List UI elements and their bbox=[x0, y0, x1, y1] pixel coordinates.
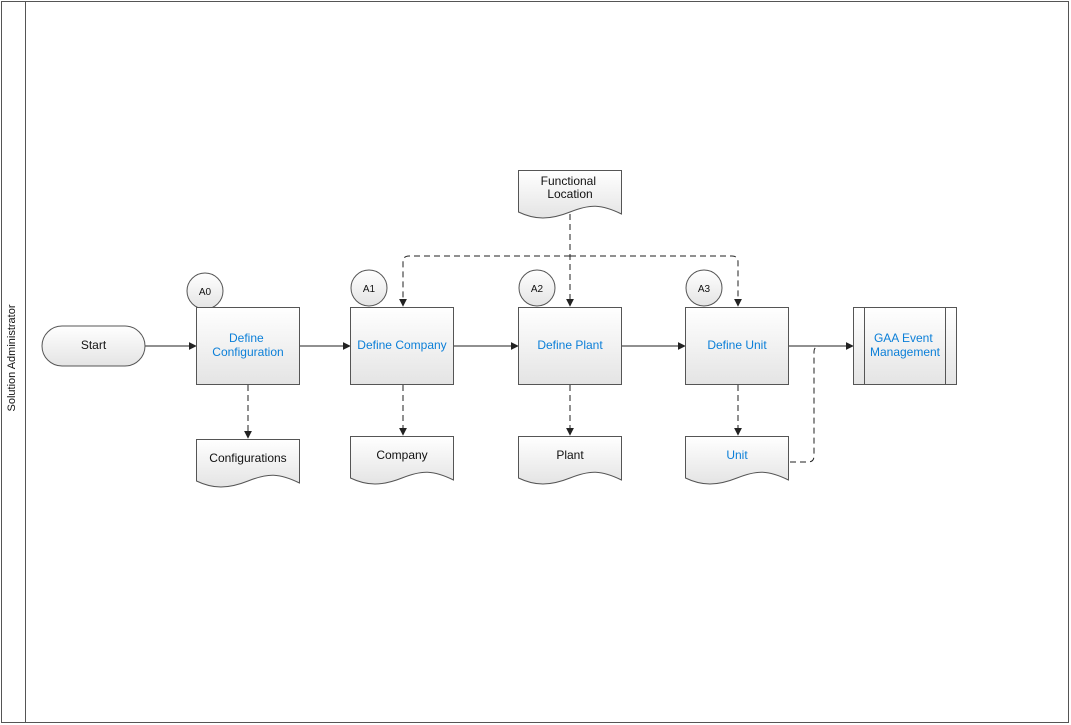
step-a0-label-line1[interactable]: Define bbox=[229, 331, 264, 345]
step-define-plant[interactable]: Define Plant bbox=[518, 307, 622, 385]
start-label: Start bbox=[81, 338, 107, 352]
swimlane-label: Solution Administrator bbox=[6, 304, 18, 411]
functional-location-line1: Functional bbox=[541, 174, 596, 188]
step-define-unit[interactable]: Define Unit bbox=[685, 307, 789, 385]
configurations-label: Configurations bbox=[209, 451, 286, 465]
step-a0-label-line2[interactable]: Configuration bbox=[212, 345, 283, 359]
dashed-connectors bbox=[244, 214, 850, 463]
plant-label: Plant bbox=[556, 448, 584, 462]
badge-a1-label: A1 bbox=[363, 284, 376, 295]
subprocess-label-line1[interactable]: GAA Event bbox=[874, 331, 933, 345]
step-define-configuration[interactable]: Define Configuration bbox=[196, 307, 300, 385]
functional-location-line2: Location bbox=[547, 187, 592, 201]
document-unit[interactable]: Unit bbox=[685, 436, 789, 485]
svg-text:Define Configuration: Define Configuration bbox=[212, 331, 283, 359]
step-a1-label[interactable]: Define Company bbox=[357, 338, 446, 352]
connector-functional-location-to-a1 bbox=[399, 255, 570, 307]
document-configurations: Configurations bbox=[196, 439, 300, 488]
step-a2-label[interactable]: Define Plant bbox=[537, 338, 603, 352]
badge-a2-label: A2 bbox=[531, 284, 544, 295]
badge-a0-label: A0 bbox=[199, 287, 212, 298]
badge-a3-label: A3 bbox=[698, 284, 711, 295]
document-plant: Plant bbox=[518, 436, 622, 485]
badge-a0: A0 bbox=[186, 272, 224, 310]
svg-text:Functional Location: Functional Location bbox=[541, 174, 600, 201]
subprocess-gaa-event-management[interactable]: GAA Event Management bbox=[853, 307, 957, 385]
unit-label[interactable]: Unit bbox=[726, 448, 748, 462]
step-a3-label[interactable]: Define Unit bbox=[707, 338, 767, 352]
document-functional-location: Functional Location bbox=[518, 170, 622, 219]
start-terminator[interactable]: Start bbox=[41, 325, 146, 367]
step-define-company[interactable]: Define Company bbox=[350, 307, 454, 385]
connector-unit-to-gaa bbox=[790, 345, 850, 463]
svg-text:GAA Event Management: GAA Event Management bbox=[870, 331, 941, 359]
badge-a1: A1 bbox=[350, 269, 388, 307]
document-company: Company bbox=[350, 436, 454, 485]
subprocess-label-line2[interactable]: Management bbox=[870, 345, 941, 359]
company-label: Company bbox=[376, 448, 427, 462]
badge-a2: A2 bbox=[518, 269, 556, 307]
connector-functional-location-to-a3 bbox=[570, 255, 742, 307]
step-badges: A0 A1 A2 A3 bbox=[186, 269, 723, 310]
badge-a3: A3 bbox=[685, 269, 723, 307]
